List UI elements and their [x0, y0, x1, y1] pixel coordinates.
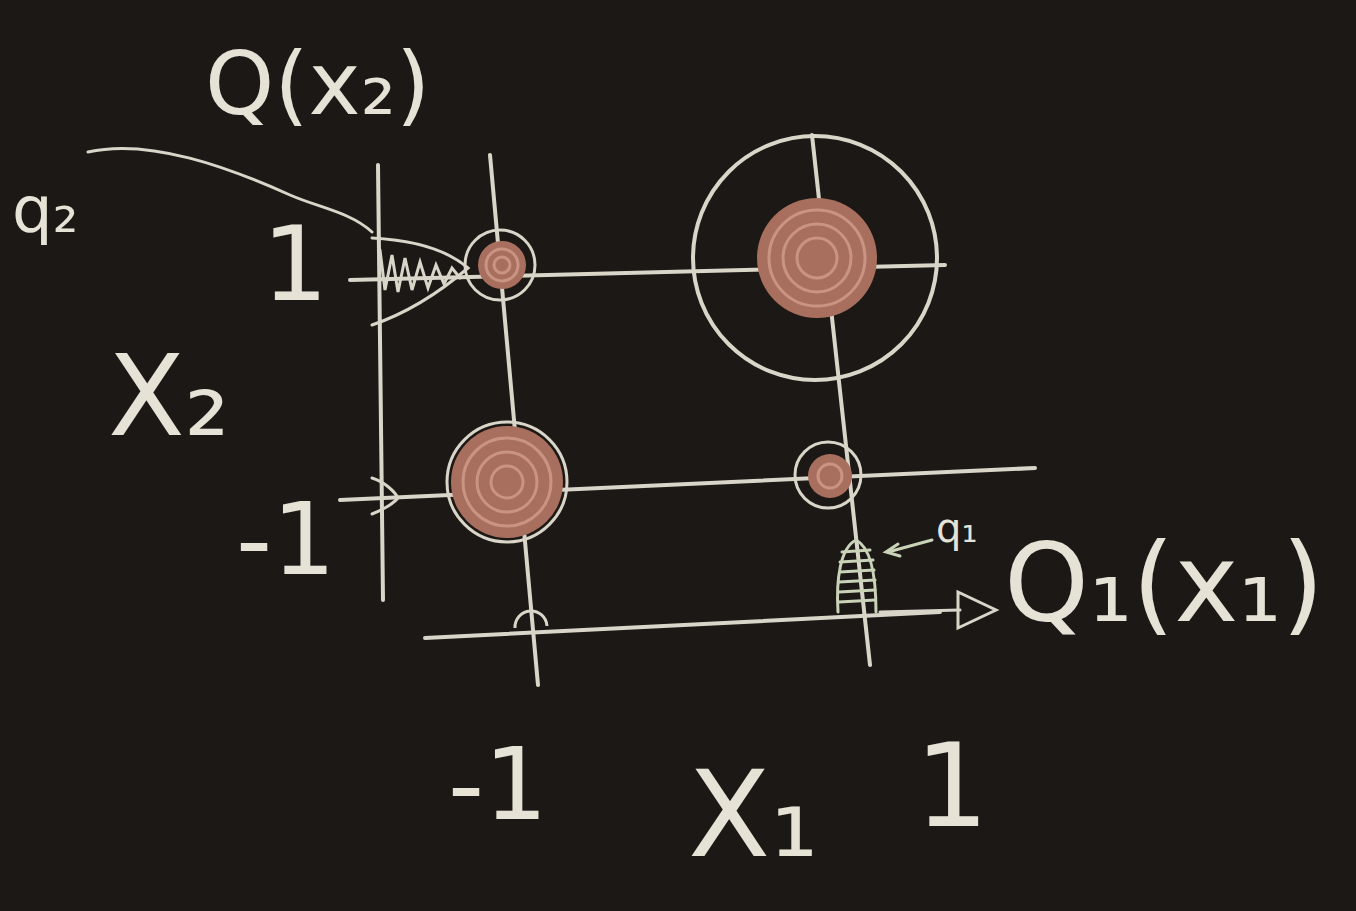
marginal-hatch — [840, 560, 873, 562]
tick-label: 1 — [262, 212, 328, 316]
mass-fill — [478, 241, 526, 289]
marginal-hatch — [842, 550, 870, 552]
mass-outline — [447, 422, 567, 542]
mass-swirl — [463, 438, 551, 526]
small-mass — [515, 611, 547, 628]
mass-swirl — [494, 257, 510, 273]
arrow-head — [886, 544, 900, 556]
mass-label: q₁ — [936, 508, 977, 548]
marginal-x2 — [88, 148, 468, 514]
axis-line — [378, 165, 383, 600]
marginal-x1 — [838, 540, 996, 628]
distribution-label: Q₁(x₁) — [1004, 530, 1324, 638]
marginal-curve — [838, 540, 876, 612]
mass-outline — [693, 136, 937, 380]
mass-label: q₂ — [12, 178, 78, 242]
grid-line — [340, 468, 1035, 500]
mass-fill — [451, 426, 563, 538]
marginal-hatch — [380, 250, 460, 292]
mass-fill — [757, 198, 877, 318]
axes — [340, 135, 1035, 685]
leader-line — [880, 610, 960, 612]
marginal-hatch — [839, 600, 875, 602]
mass-swirl — [797, 238, 837, 278]
marginal-curve — [372, 478, 398, 514]
mass-swirl — [769, 210, 865, 306]
mass-swirl — [486, 249, 518, 281]
leader-line — [88, 148, 372, 232]
tick-label: 1 — [915, 728, 989, 844]
marginal-hatch — [840, 570, 874, 572]
mass-swirl — [818, 464, 842, 488]
axis-label: X₂ — [108, 340, 230, 452]
probability-masses — [447, 136, 937, 628]
mass-swirl — [783, 224, 851, 292]
tick-label: -1 — [236, 490, 336, 590]
mass-swirl — [477, 452, 537, 512]
tick-label: -1 — [448, 735, 548, 835]
marginal-hatch — [839, 580, 875, 582]
marginal-hatch — [839, 590, 875, 592]
mass-fill — [808, 454, 852, 498]
mass-swirl — [491, 466, 523, 498]
distribution-label: Q(x₂) — [205, 40, 430, 128]
marginal-curve — [372, 238, 468, 325]
axis-label: X₁ — [688, 755, 818, 875]
mass-outline — [795, 442, 861, 508]
mass-outline — [465, 230, 535, 300]
arrow-head — [958, 592, 996, 628]
